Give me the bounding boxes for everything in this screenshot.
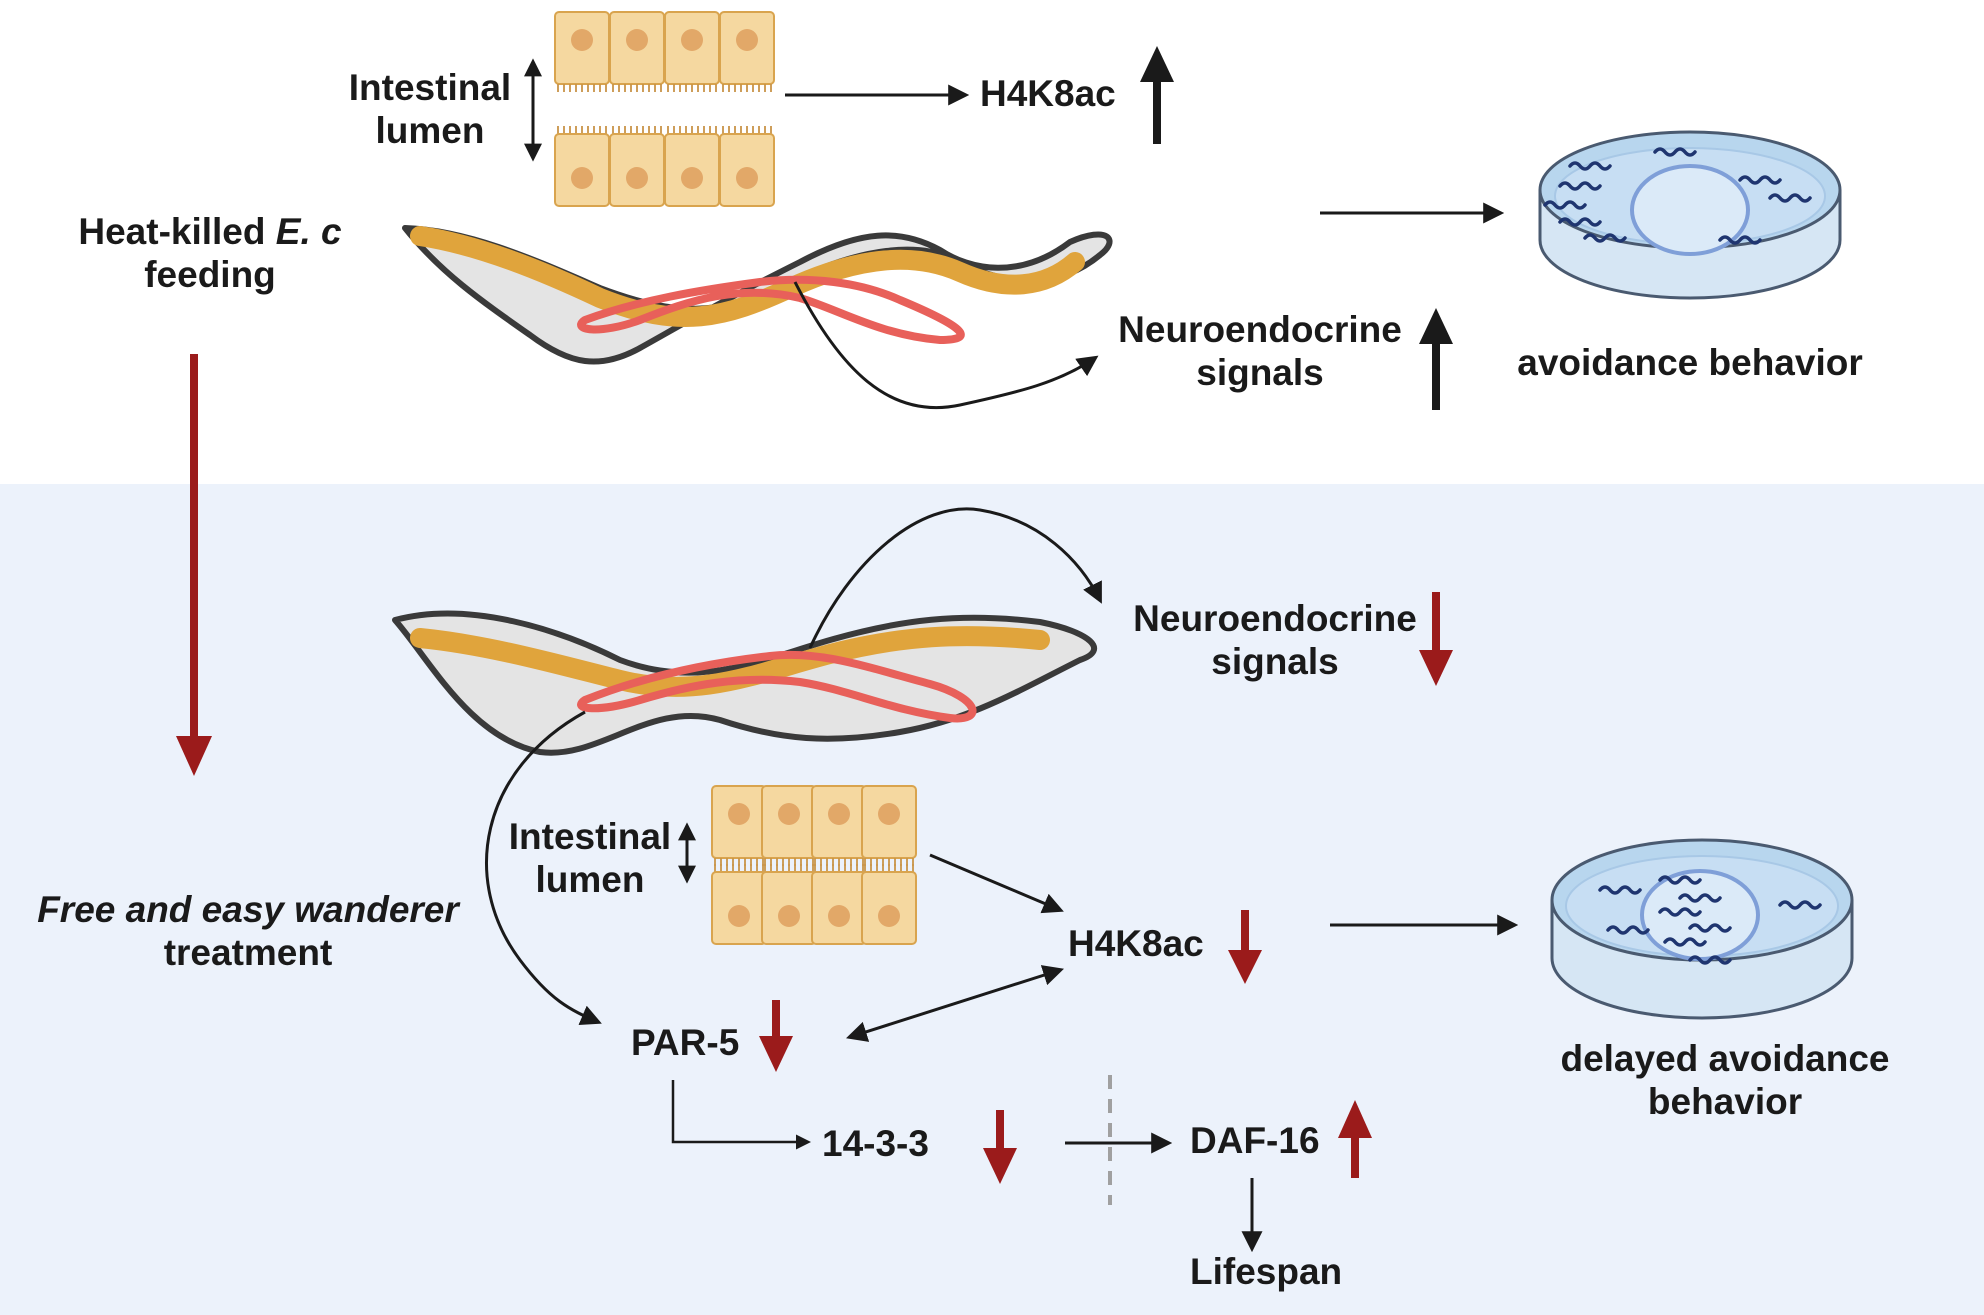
intestinal-lumen-label-top: Intestinal lumen — [340, 66, 520, 152]
h4k8ac-text: H4K8ac — [980, 73, 1116, 114]
down-arrow-icon — [983, 1110, 1017, 1184]
arrow-to-neuroendocrine-top — [793, 281, 1099, 410]
feeding-text: feeding — [144, 254, 276, 295]
arrow-to-par5 — [485, 710, 602, 1026]
avoidance-text: avoidance behavior — [1517, 342, 1863, 383]
treatment-text: treatment — [163, 932, 333, 973]
par5-h4k8ac-double-arrow — [845, 965, 1065, 1042]
worm-icon — [402, 225, 1113, 365]
heat-killed-italic-text: E. c — [275, 211, 342, 252]
intestinal-lumen-line1: Intestinal — [508, 816, 672, 857]
lifespan-label: Lifespan — [1190, 1250, 1342, 1293]
h4k8ac-label-top: H4K8ac — [980, 72, 1116, 115]
neuroendocrine-line2: signals — [1211, 641, 1339, 682]
petri-dish-icon — [1538, 130, 1842, 300]
delayed-line2: behavior — [1647, 1081, 1803, 1122]
heat-killed-line: Heat-killed E. c — [70, 210, 350, 253]
intestinal-lumen-line2: lumen — [375, 110, 485, 151]
h4k8ac-text: H4K8ac — [1068, 923, 1204, 964]
avoidance-behavior-label: avoidance behavior — [1510, 341, 1870, 384]
down-arrow-icon — [759, 1000, 793, 1072]
up-arrow-icon — [1140, 46, 1174, 144]
arrow-to-14-3-3 — [671, 1080, 811, 1150]
heat-killed-text: Heat-killed — [78, 211, 276, 252]
neuroendocrine-line1: Neuroendocrine — [1118, 309, 1402, 350]
par5-text: PAR-5 — [631, 1022, 740, 1063]
lifespan-text: Lifespan — [1190, 1251, 1343, 1292]
up-arrow-icon — [1419, 308, 1453, 410]
free-easy-wanderer-label: Free and easy wanderer treatment — [18, 888, 478, 974]
delayed-line1: delayed avoidance — [1560, 1038, 1890, 1079]
neuroendocrine-label-bottom: Neuroendocrine signals — [1125, 597, 1425, 683]
worm-icon — [392, 610, 1097, 756]
intestinal-lumen-line1: Intestinal — [348, 67, 512, 108]
heat-killed-feeding-label: Heat-killed E. c feeding — [70, 210, 350, 296]
delayed-avoidance-label: delayed avoidance behavior — [1540, 1037, 1910, 1123]
neuroendocrine-line2: signals — [1196, 352, 1324, 393]
down-arrow-icon — [1419, 592, 1453, 686]
daf16-text: DAF-16 — [1190, 1120, 1320, 1161]
arrow-to-h4k8ac-bottom — [929, 853, 1064, 914]
neuroendocrine-line1: Neuroendocrine — [1133, 598, 1417, 639]
protein-1433-label: 14-3-3 — [822, 1122, 929, 1165]
par5-label: PAR-5 — [631, 1021, 739, 1064]
down-arrow-icon — [176, 354, 212, 776]
intestinal-lumen-label-bottom: Intestinal lumen — [500, 815, 680, 901]
h4k8ac-label-bottom: H4K8ac — [1068, 922, 1204, 965]
free-easy-text: Free and easy wanderer — [37, 889, 459, 930]
intestinal-lumen-line2: lumen — [535, 859, 645, 900]
intestinal-cells-icon — [554, 11, 775, 207]
arrow-to-neuroendocrine-bottom — [808, 507, 1102, 649]
petri-dish-icon — [1550, 838, 1854, 1020]
daf16-label: DAF-16 — [1190, 1119, 1320, 1162]
down-arrow-icon — [1228, 910, 1262, 984]
protein-1433-text: 14-3-3 — [822, 1123, 929, 1164]
intestinal-cells-icon — [711, 785, 917, 945]
red-up-arrow-icon — [1338, 1100, 1372, 1178]
neuroendocrine-label-top: Neuroendocrine signals — [1110, 308, 1410, 394]
